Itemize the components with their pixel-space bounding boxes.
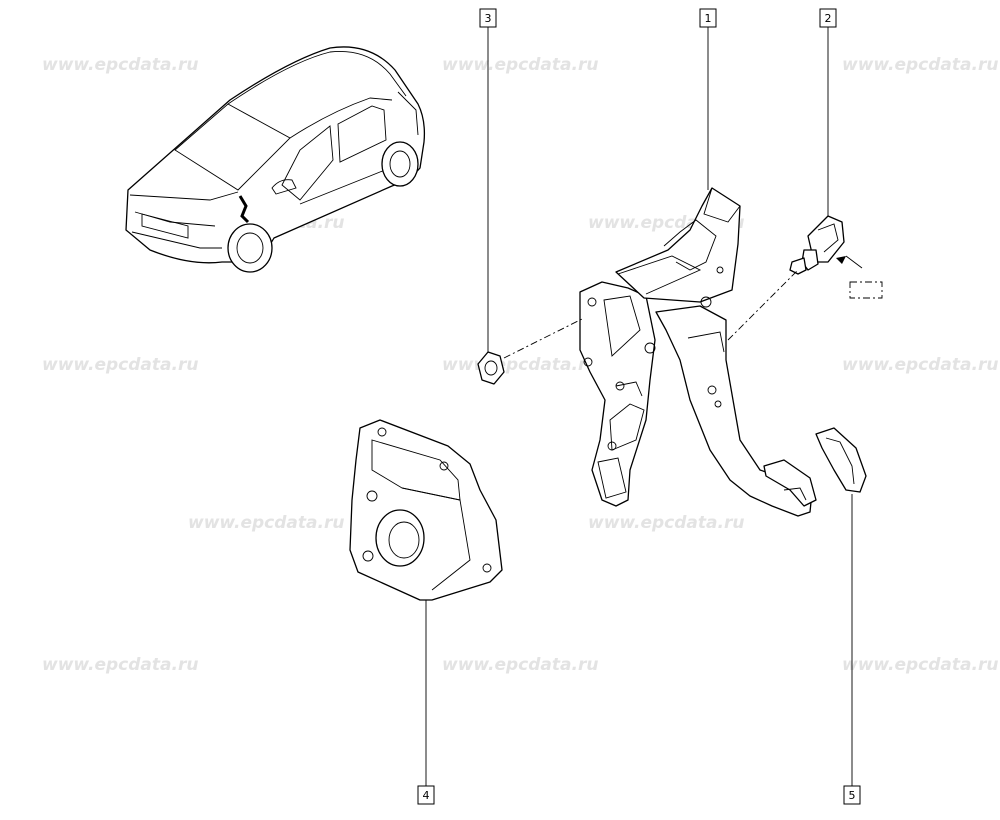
watermark: www.epcdata.ru	[588, 513, 744, 533]
connector-reference-box	[849, 281, 883, 299]
callout-label: 4	[423, 789, 430, 802]
watermark: www.epcdata.ru	[42, 355, 198, 375]
callout-3: 3	[479, 8, 497, 28]
alignment-line	[503, 317, 585, 359]
watermark: www.epcdata.ru	[442, 55, 598, 75]
callout-label: 2	[825, 12, 832, 25]
watermark: www.epcdata.ru	[42, 55, 198, 75]
callout-4: 4	[417, 785, 435, 805]
watermark: www.epcdata.ru	[842, 55, 998, 75]
watermark: www.epcdata.ru	[188, 513, 344, 533]
brake-light-switch	[789, 215, 883, 299]
watermark: www.epcdata.ru	[842, 355, 998, 375]
callout-label: 1	[705, 12, 712, 25]
watermark: www.epcdata.ru	[442, 655, 598, 675]
callout-2: 2	[819, 8, 837, 28]
pedal-pad	[815, 427, 867, 493]
watermark: www.epcdata.ru	[442, 355, 598, 375]
pedal-box-assembly	[579, 187, 817, 517]
callout-label: 5	[849, 789, 856, 802]
car-illustration	[125, 46, 426, 273]
watermark: www.epcdata.ru	[42, 655, 198, 675]
callout-label: 3	[485, 12, 492, 25]
callout-1: 1	[699, 8, 717, 28]
alignment-line	[727, 269, 799, 341]
pedal-gasket	[349, 419, 503, 601]
watermark: www.epcdata.ru	[842, 655, 998, 675]
callout-5: 5	[843, 785, 861, 805]
